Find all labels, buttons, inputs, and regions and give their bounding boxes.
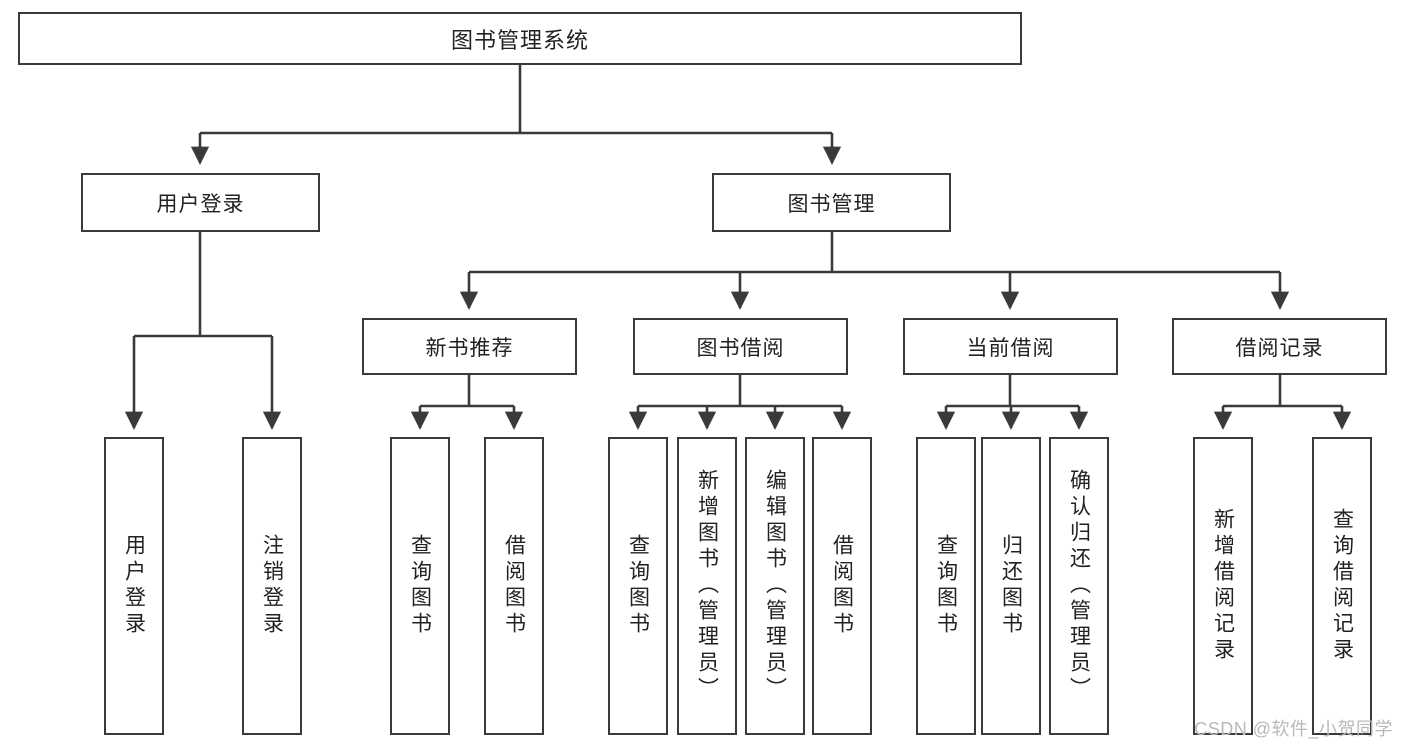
node-leaf-query-book-2[interactable]: 查询图书 (608, 437, 668, 735)
node-leaf-borrow-book-1-label: 借阅图书 (502, 534, 526, 638)
node-leaf-edit-book-label: 编辑图书（管理员） (763, 469, 787, 703)
node-borrow-record-label: 借阅记录 (1235, 336, 1324, 360)
node-book-manage[interactable]: 图书管理 (712, 173, 951, 232)
node-leaf-borrow-book-2-label: 借阅图书 (830, 534, 854, 638)
node-leaf-query-record[interactable]: 查询借阅记录 (1312, 437, 1372, 735)
node-book-borrow-label: 图书借阅 (696, 336, 785, 360)
node-leaf-user-login[interactable]: 用户登录 (104, 437, 164, 735)
node-leaf-confirm-return[interactable]: 确认归还（管理员） (1049, 437, 1109, 735)
node-leaf-borrow-book-2[interactable]: 借阅图书 (812, 437, 872, 735)
node-leaf-return-book-label: 归还图书 (999, 534, 1023, 638)
node-leaf-edit-book[interactable]: 编辑图书（管理员） (745, 437, 805, 735)
node-leaf-add-book[interactable]: 新增图书（管理员） (677, 437, 737, 735)
node-current-borrow[interactable]: 当前借阅 (903, 318, 1118, 375)
node-leaf-query-book-2-label: 查询图书 (626, 534, 650, 638)
node-book-manage-label: 图书管理 (787, 192, 876, 216)
node-book-borrow[interactable]: 图书借阅 (633, 318, 848, 375)
node-leaf-borrow-book-1[interactable]: 借阅图书 (484, 437, 544, 735)
node-new-book-recommend[interactable]: 新书推荐 (362, 318, 577, 375)
node-root-label: 图书管理系统 (450, 27, 589, 53)
node-user-login[interactable]: 用户登录 (81, 173, 320, 232)
node-leaf-add-record[interactable]: 新增借阅记录 (1193, 437, 1253, 735)
node-leaf-query-book-1-label: 查询图书 (408, 534, 432, 638)
node-leaf-add-book-label: 新增图书（管理员） (695, 469, 719, 703)
node-leaf-query-book-3-label: 查询图书 (934, 534, 958, 638)
node-leaf-user-login-label: 用户登录 (122, 534, 146, 638)
node-root[interactable]: 图书管理系统 (18, 12, 1022, 65)
node-new-book-recommend-label: 新书推荐 (425, 336, 514, 360)
node-leaf-confirm-return-label: 确认归还（管理员） (1067, 469, 1091, 703)
node-leaf-query-record-label: 查询借阅记录 (1330, 508, 1354, 664)
node-leaf-logout[interactable]: 注销登录 (242, 437, 302, 735)
node-leaf-logout-label: 注销登录 (260, 534, 284, 638)
node-current-borrow-label: 当前借阅 (966, 336, 1055, 360)
node-leaf-add-record-label: 新增借阅记录 (1211, 508, 1235, 664)
node-borrow-record[interactable]: 借阅记录 (1172, 318, 1387, 375)
node-leaf-query-book-1[interactable]: 查询图书 (390, 437, 450, 735)
node-leaf-query-book-3[interactable]: 查询图书 (916, 437, 976, 735)
node-leaf-return-book[interactable]: 归还图书 (981, 437, 1041, 735)
node-user-login-label: 用户登录 (156, 192, 245, 216)
